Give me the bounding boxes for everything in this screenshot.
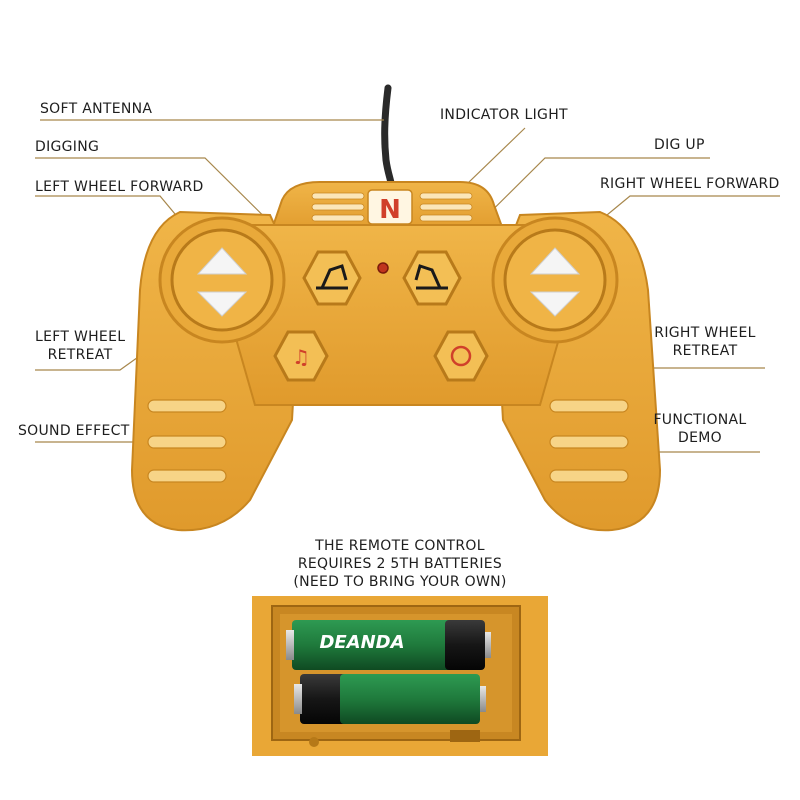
battery-bottom [294,674,486,724]
label-left-wheel-retreat-line2: RETREAT [47,347,113,363]
label-right-wheel-retreat-line2: RETREAT [672,343,738,359]
label-digging: DIGGING [35,139,100,155]
label-left-wheel-forward: LEFT WHEEL FORWARD [35,179,204,195]
battery-brand-label: DEANDA [319,632,404,653]
right-up-arrow [529,247,581,275]
label-sound-effect: SOUND EFFECT [18,423,130,439]
right-pad [491,216,619,344]
battery-caption: THE REMOTE CONTROL REQUIRES 2 5TH BATTER… [250,537,550,591]
antenna-cable [381,84,396,194]
label-left-wheel-retreat: LEFT WHEEL RETREAT [35,328,125,364]
label-functional-demo-line2: DEMO [678,430,722,446]
left-up-arrow [196,247,248,275]
left-pad [158,216,286,344]
indicator-light [377,262,389,274]
right-down-arrow [529,291,581,317]
left-down-arrow [196,291,248,317]
battery-caption-line2: REQUIRES 2 5TH BATTERIES [297,556,503,572]
label-indicator-light: INDICATOR LIGHT [440,107,568,123]
battery-top: DEANDA [286,620,491,670]
svg-text:♫: ♫ [292,345,310,369]
label-dig-up: DIG UP [654,137,705,153]
label-right-wheel-forward: RIGHT WHEEL FORWARD [600,176,780,192]
label-right-wheel-retreat: RIGHT WHEEL RETREAT [650,324,760,360]
digging-button [302,250,362,306]
logo-letter: N [379,195,401,225]
label-functional-demo: FUNCTIONAL DEMO [648,411,752,447]
battery-caption-line3: (NEED TO BRING YOUR OWN) [293,574,507,590]
battery-compartment: DEANDA [252,596,548,756]
battery-caption-line1: THE REMOTE CONTROL [315,538,485,554]
controller-body: N [130,181,662,532]
dig-up-button [402,250,462,306]
sound-effect-button: ♫ [273,330,329,382]
functional-demo-button [433,330,489,382]
label-right-wheel-retreat-line1: RIGHT WHEEL [654,325,756,341]
label-left-wheel-retreat-line1: LEFT WHEEL [35,329,126,345]
label-soft-antenna: SOFT ANTENNA [40,101,153,117]
label-functional-demo-line1: FUNCTIONAL [653,412,747,428]
brand-logo: N [367,189,413,225]
